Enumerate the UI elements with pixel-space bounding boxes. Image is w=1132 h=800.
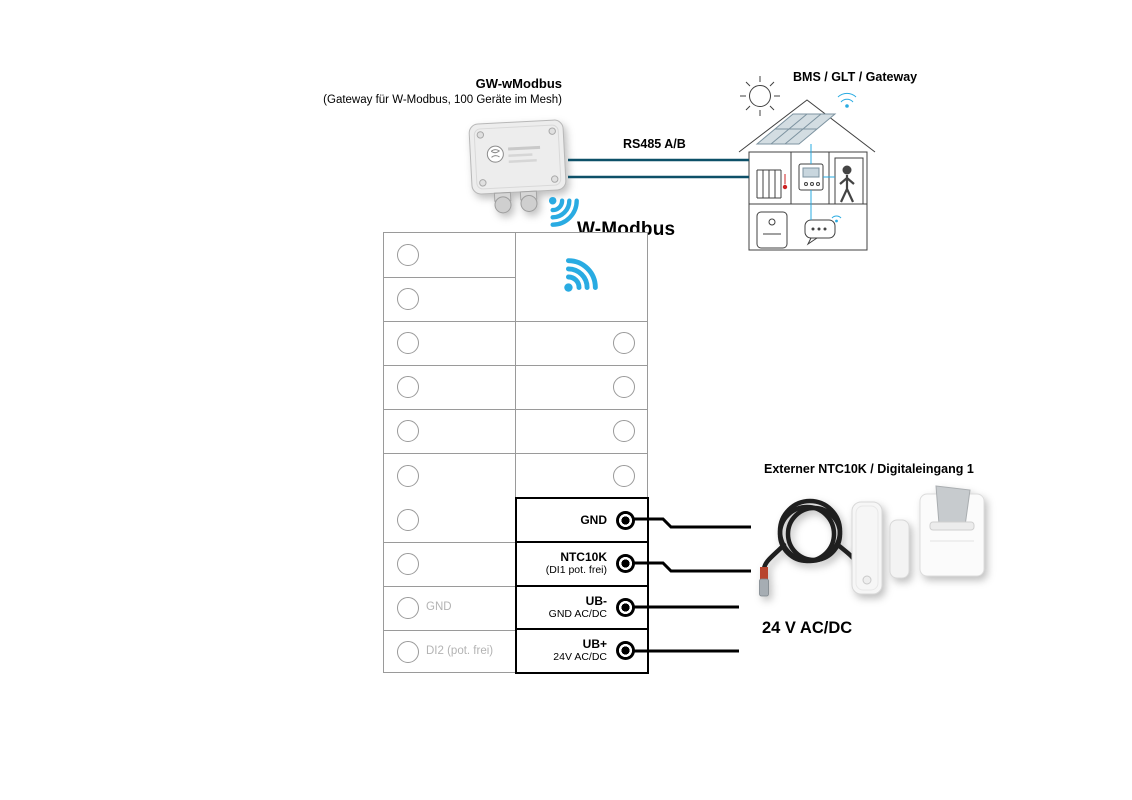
- gateway-wifi-icon: [548, 196, 579, 227]
- terminal-sublabel: 24V AC/DC: [553, 651, 607, 664]
- column-divider: [515, 233, 516, 672]
- boiler-icon: [756, 211, 788, 249]
- terminal-label: UB+: [582, 637, 607, 652]
- roof-outline: [738, 99, 876, 153]
- wire-ntc10k: [634, 561, 751, 573]
- bms-label: BMS / GLT / Gateway: [793, 70, 918, 84]
- gateway-name: GW-wModbus: [475, 76, 562, 91]
- left-label-di2: DI2 (pot. frei): [426, 645, 494, 657]
- pin-circle: [613, 332, 635, 354]
- cell-divider: [517, 585, 647, 587]
- external-input-label: Externer NTC10K / Digitaleingang 1: [764, 462, 974, 476]
- terminal-sublabel: GND AC/DC: [548, 608, 607, 621]
- gateway-subtitle: (Gateway für W-Modbus, 100 Geräte im Mes…: [323, 94, 562, 106]
- house-body: [748, 151, 868, 251]
- gateway-device-image: [468, 119, 567, 214]
- card-slot: [929, 521, 975, 531]
- terminal-sublabel: (DI1 pot. frei): [545, 564, 607, 577]
- probe-tip: [759, 578, 769, 597]
- terminal-cell-ub-plus: UB+ 24V AC/DC: [517, 629, 647, 672]
- pin-circle: [397, 553, 419, 575]
- radiator-icon: [756, 169, 788, 199]
- terminal-dot: [616, 554, 635, 573]
- door-contact-image: [851, 501, 910, 595]
- grid-line: [384, 630, 516, 631]
- grid-line: [384, 409, 647, 410]
- cell-divider: [517, 541, 647, 543]
- card-switch-image: [919, 485, 985, 577]
- brand-logo-icon: [486, 145, 504, 163]
- roof-wifi-icon: [837, 92, 857, 108]
- speech-bubble-icon: [804, 215, 842, 246]
- pin-circle: [397, 420, 419, 442]
- grid-line: [384, 365, 647, 366]
- pin-circle: [397, 288, 419, 310]
- grid-line: [384, 453, 647, 454]
- pin-circle: [397, 641, 419, 663]
- solar-panel-icon: [755, 113, 837, 145]
- person-icon: [834, 157, 864, 205]
- rs485-bus-lines: [568, 158, 749, 179]
- left-label-gnd: GND: [426, 601, 452, 613]
- grid-line: [384, 321, 647, 322]
- grid-line: [384, 542, 516, 543]
- pin-circle: [397, 465, 419, 487]
- rs485-label: RS485 A/B: [623, 137, 686, 151]
- pin-circle: [613, 420, 635, 442]
- building-illustration: [738, 76, 876, 251]
- mesh-wifi-icon: [564, 258, 598, 292]
- network-links: [810, 144, 835, 220]
- pin-circle: [397, 597, 419, 619]
- pin-circle: [613, 376, 635, 398]
- grid-line: [384, 586, 516, 587]
- terminal-dot: [616, 511, 635, 530]
- terminal-table: GND DI2 (pot. frei) GND NTC10K (DI1 pot.…: [383, 232, 649, 674]
- cell-divider: [517, 628, 647, 630]
- cable-gland-icon: [493, 190, 538, 214]
- pin-circle: [613, 465, 635, 487]
- terminal-label: NTC10K: [560, 550, 607, 565]
- shrink-tube: [760, 567, 768, 579]
- power-label: 24 V AC/DC: [762, 619, 853, 637]
- terminal-dot: [616, 641, 635, 660]
- gateway-title-block: GW-wModbus (Gateway für W-Modbus, 100 Ge…: [323, 76, 562, 108]
- grid-line: [384, 277, 516, 278]
- wire-gnd: [634, 517, 751, 529]
- pin-circle: [397, 376, 419, 398]
- ntc-cable-image: [759, 498, 866, 597]
- terminal-cell-ub-minus: UB- GND AC/DC: [517, 586, 647, 629]
- pin-circle: [397, 509, 419, 531]
- pin-circle: [397, 244, 419, 266]
- thermostat-icon: [798, 163, 824, 191]
- terminal-cells: GND NTC10K (DI1 pot. frei) UB- GND AC/DC: [515, 497, 649, 674]
- terminal-cell-gnd: GND: [517, 499, 647, 542]
- terminal-cell-ntc10k: NTC10K (DI1 pot. frei): [517, 542, 647, 585]
- key-card: [935, 485, 971, 527]
- pin-circle: [397, 332, 419, 354]
- terminal-label: UB-: [585, 594, 607, 609]
- terminal-label: GND: [580, 513, 607, 528]
- sun-icon: [740, 76, 780, 116]
- terminal-dot: [616, 598, 635, 617]
